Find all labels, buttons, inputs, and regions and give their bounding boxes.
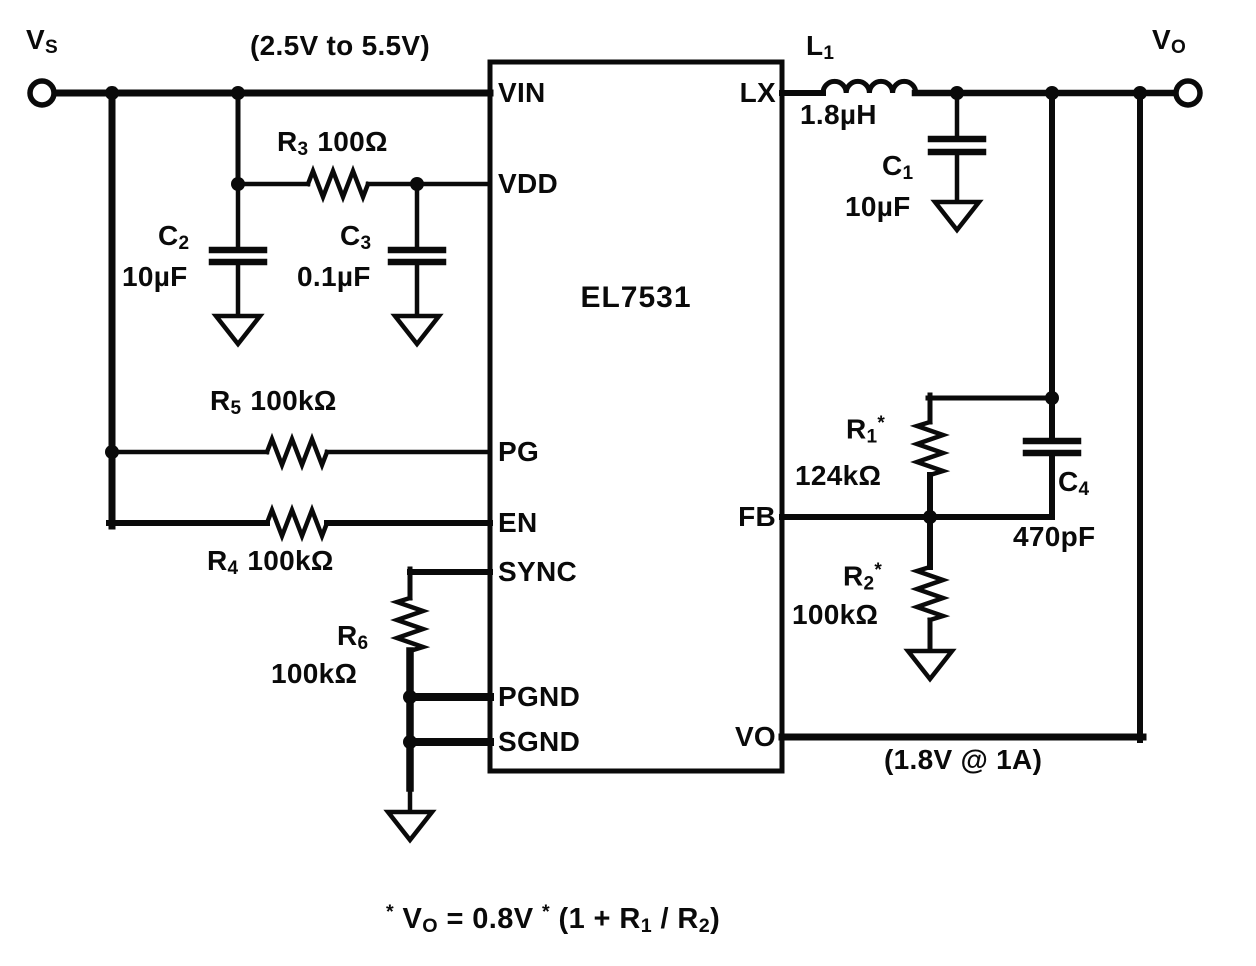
ground-symbol-r6 xyxy=(383,809,437,844)
r2-ref-label: R2* xyxy=(843,560,883,595)
pin-label-sgnd: SGND xyxy=(498,726,581,757)
ground-symbol-c3 xyxy=(390,313,444,348)
c4-value-label: 470pF xyxy=(1013,521,1096,552)
l1-ref-label: L1 xyxy=(806,30,835,65)
output-formula: * VO = 0.8V * (1 + R1 / R2) xyxy=(386,901,721,938)
c2-ref-label: C2 xyxy=(158,220,190,255)
pin-label-sync: SYNC xyxy=(498,556,577,587)
wire-input-rail xyxy=(50,86,494,530)
c2-value-label: 10µF xyxy=(122,261,188,292)
ground-symbol-c2 xyxy=(211,313,265,348)
pin-label-vin: VIN xyxy=(498,77,546,108)
pin-label-vdd: VDD xyxy=(498,168,559,199)
r5-label: R5 100kΩ xyxy=(210,385,337,425)
c3-value-label: 0.1µF xyxy=(297,261,371,292)
r6-ref-label: R6 xyxy=(337,620,369,655)
resistor-r4 xyxy=(106,503,493,543)
r4-ref: R4 xyxy=(207,545,239,580)
wire-output-rail xyxy=(911,89,1181,743)
r5-ref: R5 xyxy=(210,385,242,420)
ic-body xyxy=(487,59,785,774)
output-rating-label: (1.8V @ 1A) xyxy=(884,744,1043,775)
capacitor-c2 xyxy=(208,181,268,331)
c4-ref-label: C4 xyxy=(1058,466,1090,501)
resistor-r3 xyxy=(235,164,493,204)
r1-value-label: 124kΩ xyxy=(795,460,882,491)
vo-terminal-circle xyxy=(1173,78,1203,108)
r3-ref: R3 xyxy=(277,126,309,161)
r4-value: 100kΩ xyxy=(247,545,334,576)
inductor-l1 xyxy=(820,78,919,96)
pin-label-vo: VO xyxy=(734,721,776,752)
vs-terminal-label: VS xyxy=(26,24,58,59)
r3-value: 100Ω xyxy=(317,126,388,157)
ground-symbol-r2 xyxy=(903,648,957,683)
resistor-r6 xyxy=(389,595,431,823)
capacitor-c3 xyxy=(387,181,447,331)
r2-value-label: 100kΩ xyxy=(792,599,879,630)
c3-ref-label: C3 xyxy=(340,220,372,255)
capacitor-c1 xyxy=(927,90,987,217)
resistor-r2 xyxy=(909,514,951,663)
c1-ref-label: C1 xyxy=(882,150,914,185)
pin-label-lx: LX xyxy=(739,77,776,108)
r3-label: R3 100Ω xyxy=(277,126,388,166)
r6-value-label: 100kΩ xyxy=(271,658,358,689)
ic-name-label: EL7531 xyxy=(580,281,692,314)
input-range-label: (2.5V to 5.5V) xyxy=(250,30,431,61)
pin-label-en: EN xyxy=(498,507,538,538)
r4-label: R4 100kΩ xyxy=(207,545,334,585)
c1-value-label: 10µF xyxy=(845,191,911,222)
pin-label-fb: FB xyxy=(738,501,776,532)
l1-value-label: 1.8µH xyxy=(800,99,877,130)
resistor-r5 xyxy=(109,432,493,472)
r1-ref-label: R1* xyxy=(846,413,886,448)
r5-value: 100kΩ xyxy=(250,385,337,416)
junction-dots xyxy=(105,86,1147,749)
pin-label-pg: PG xyxy=(498,436,540,467)
pin-label-pgnd: PGND xyxy=(498,681,581,712)
ground-symbol-c1 xyxy=(930,199,984,234)
wire-sync xyxy=(407,566,493,601)
vs-terminal-circle xyxy=(27,78,57,108)
vo-terminal-label: VO xyxy=(1152,24,1187,59)
